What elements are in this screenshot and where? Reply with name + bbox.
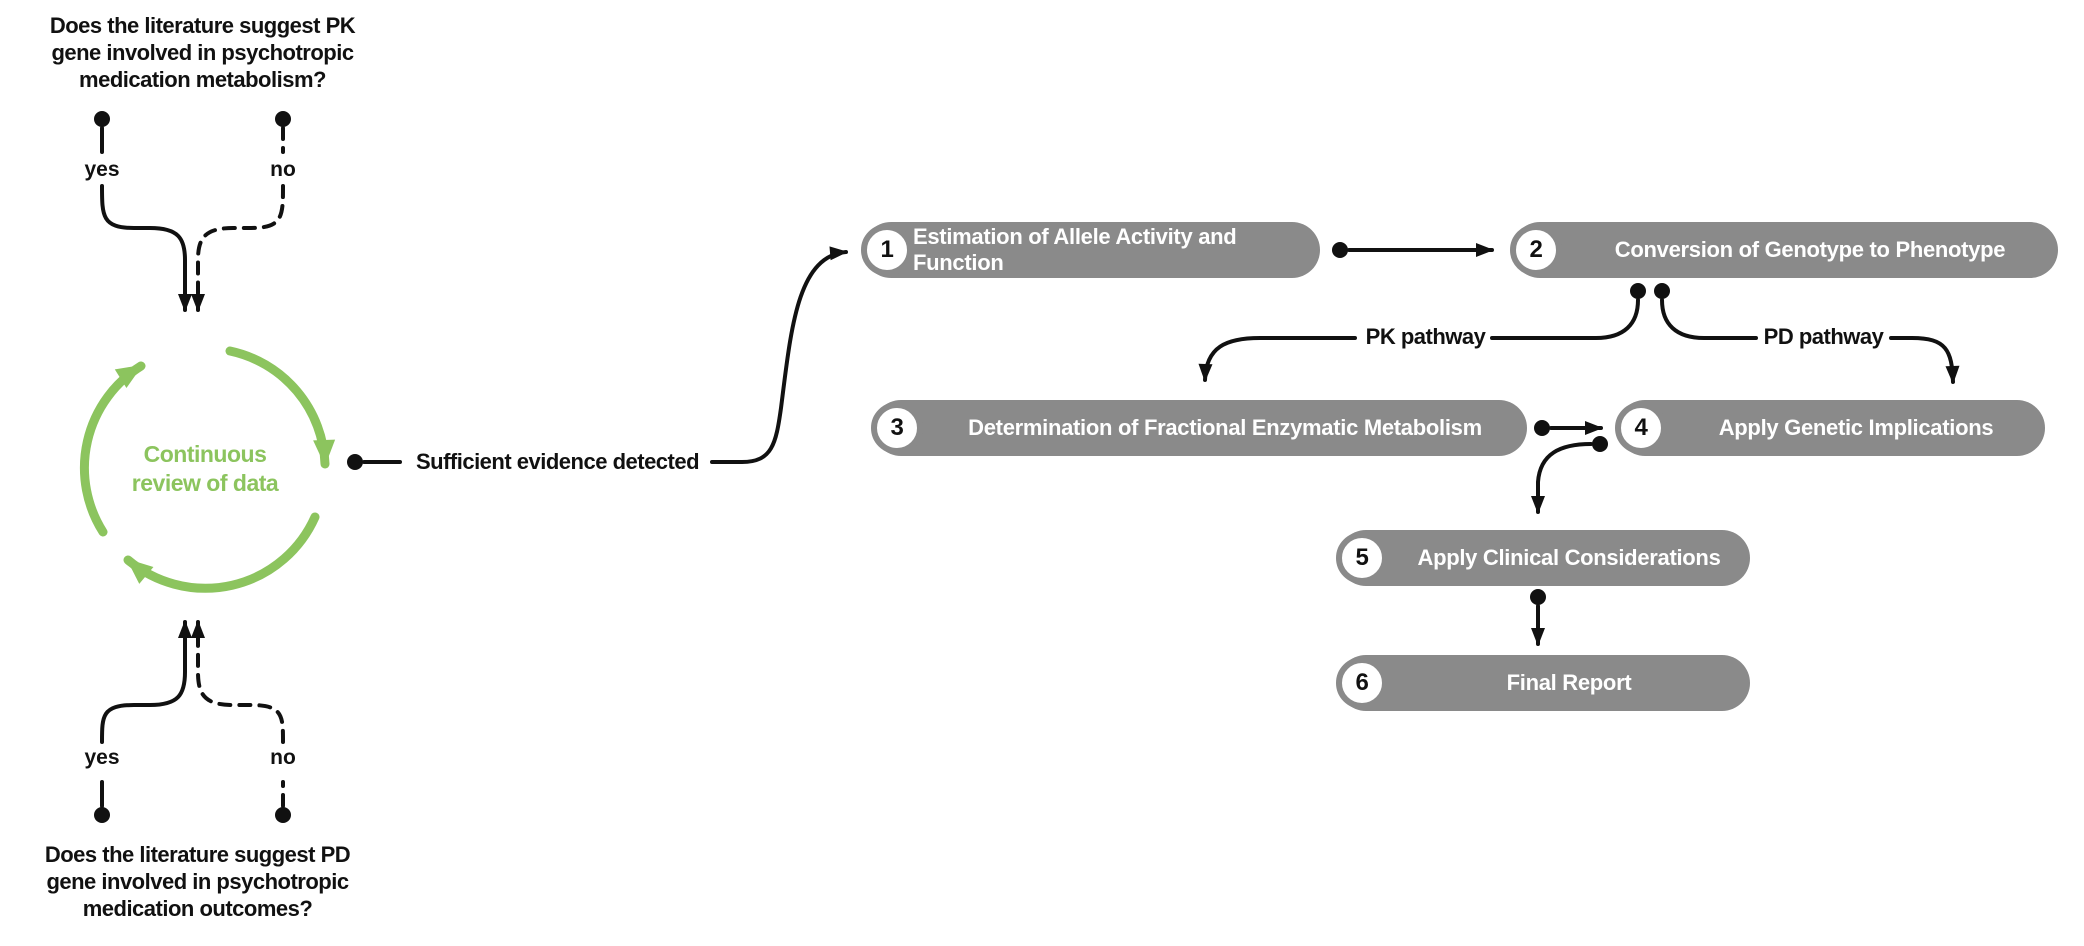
pd-pathway-label: PD pathway <box>1763 324 1884 349</box>
step-pill-4: 4 Apply Genetic Implications <box>1615 400 2045 456</box>
step-number-badge: 1 <box>861 224 913 276</box>
continuous-review-cycle-arrows <box>80 346 336 593</box>
step-pill-1: 1 Estimation of Allele Activity and Func… <box>861 222 1320 278</box>
cycle-label: Continuous review of data <box>131 441 279 496</box>
connector-dot <box>1630 283 1646 299</box>
step3-step4-connector <box>1534 420 1603 436</box>
connector-dot <box>94 111 110 127</box>
step-label: Determination of Fractional Enzymatic Me… <box>968 415 1482 440</box>
pk-no-label: no <box>270 158 296 181</box>
connector-dot <box>275 807 291 823</box>
step-label: Conversion of Genotype to Phenotype <box>1614 237 2006 262</box>
step-pill-6: 6 Final Report <box>1336 655 1750 711</box>
pk-question: Does the literature suggest PK gene invo… <box>49 13 356 92</box>
pk-yes-connector <box>94 111 192 312</box>
pk-pathway-connector <box>1198 283 1646 382</box>
pd-yes-label: yes <box>84 746 120 769</box>
step-label: Apply Genetic Implications <box>1718 415 1994 440</box>
step-label: Apply Clinical Considerations <box>1417 545 1721 570</box>
step-pill-3: 3 Determination of Fractional Enzymatic … <box>871 400 1527 456</box>
step5-step6-connector <box>1530 589 1546 646</box>
cycle-arc-left <box>80 361 146 537</box>
cycle-arc-top-right <box>225 346 336 469</box>
pd-no-connector <box>191 620 291 823</box>
connector-dot <box>347 454 363 470</box>
pd-no-label: no <box>270 746 296 769</box>
step-number-badge: 6 <box>1336 657 1388 709</box>
step-label: Final Report <box>1506 670 1632 695</box>
pk-no-connector <box>191 111 291 312</box>
step-pill-5: 5 Apply Clinical Considerations <box>1336 530 1750 586</box>
step-number-badge: 3 <box>871 402 923 454</box>
connector-dot <box>275 111 291 127</box>
evidence-connector <box>347 246 848 470</box>
connector-dot <box>94 807 110 823</box>
pk-yes-label: yes <box>84 158 120 181</box>
connector-dot <box>1332 242 1348 258</box>
step-number-badge: 4 <box>1615 402 1667 454</box>
pd-question: Does the literature suggest PD gene invo… <box>44 842 351 921</box>
step1-step2-connector <box>1332 242 1494 258</box>
step-pill-2: 2 Conversion of Genotype to Phenotype <box>1510 222 2058 278</box>
step-label: Estimation of Allele Activity and Functi… <box>913 224 1237 275</box>
connector-dot <box>1592 436 1608 452</box>
pd-yes-connector <box>94 620 192 823</box>
connector-dot <box>1534 420 1550 436</box>
connector-dot <box>1530 589 1546 605</box>
connector-dot <box>1654 283 1670 299</box>
step4-step5-connector <box>1531 436 1608 514</box>
cycle-arc-bottom <box>123 512 320 593</box>
step-number-badge: 5 <box>1336 532 1388 584</box>
step-number-badge: 2 <box>1510 224 1562 276</box>
evidence-label: Sufficient evidence detected <box>415 449 700 474</box>
pd-pathway-connector <box>1654 283 1960 384</box>
pk-pathway-label: PK pathway <box>1365 324 1486 349</box>
